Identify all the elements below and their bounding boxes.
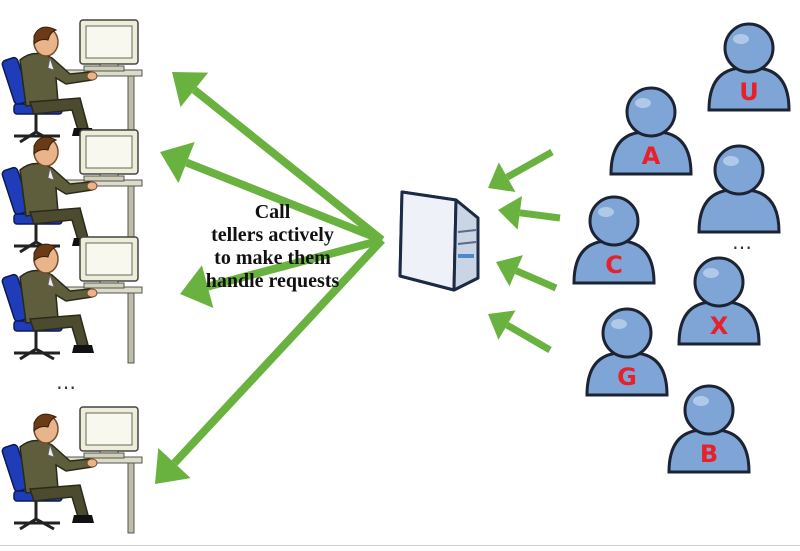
teller-1 [0,18,144,148]
caption-line-1: Call [254,201,291,223]
arrow-to-teller-4 [155,237,385,484]
arrow-from-customer-4 [488,310,552,354]
arrow-to-teller-2 [160,141,384,244]
teller-3 [0,235,144,365]
server-tower-icon [398,190,480,292]
arrow-from-customer-3 [496,255,558,292]
caption-line-2: tellers actively [211,224,334,246]
caption-text: Call tellers actively to make them handl… [175,201,370,293]
customer-letter: U [739,78,759,106]
customer-person-icon: X [677,256,761,346]
arrow-from-customer-1 [488,148,554,193]
customer-person-icon: A [609,86,693,176]
bottom-divider [0,545,800,546]
customer-person-icon: U [707,22,791,112]
customer-person-icon: C [572,195,656,285]
customer-person-icon: B [667,384,751,474]
arrow-to-teller-1 [172,72,385,244]
tellers-ellipsis: … [56,370,79,394]
customer-person-icon [697,144,781,234]
arrow-from-customer-2 [498,195,561,230]
caption-line-4: handle requests [205,270,340,292]
teller-4 [0,405,144,535]
customer-letter: B [700,440,718,468]
customer-to-server-arrows [488,148,561,354]
customer-letter: G [617,363,637,391]
customer-letter: A [642,142,661,170]
customer-letter: X [710,312,729,340]
caption-line-3: to make them [214,247,331,269]
arrow-to-teller-3 [180,236,384,308]
server-to-teller-arrows [155,72,385,484]
customer-letter: C [605,251,623,279]
customers-ellipsis: … [732,230,755,254]
customer-person-icon: G [585,307,669,397]
